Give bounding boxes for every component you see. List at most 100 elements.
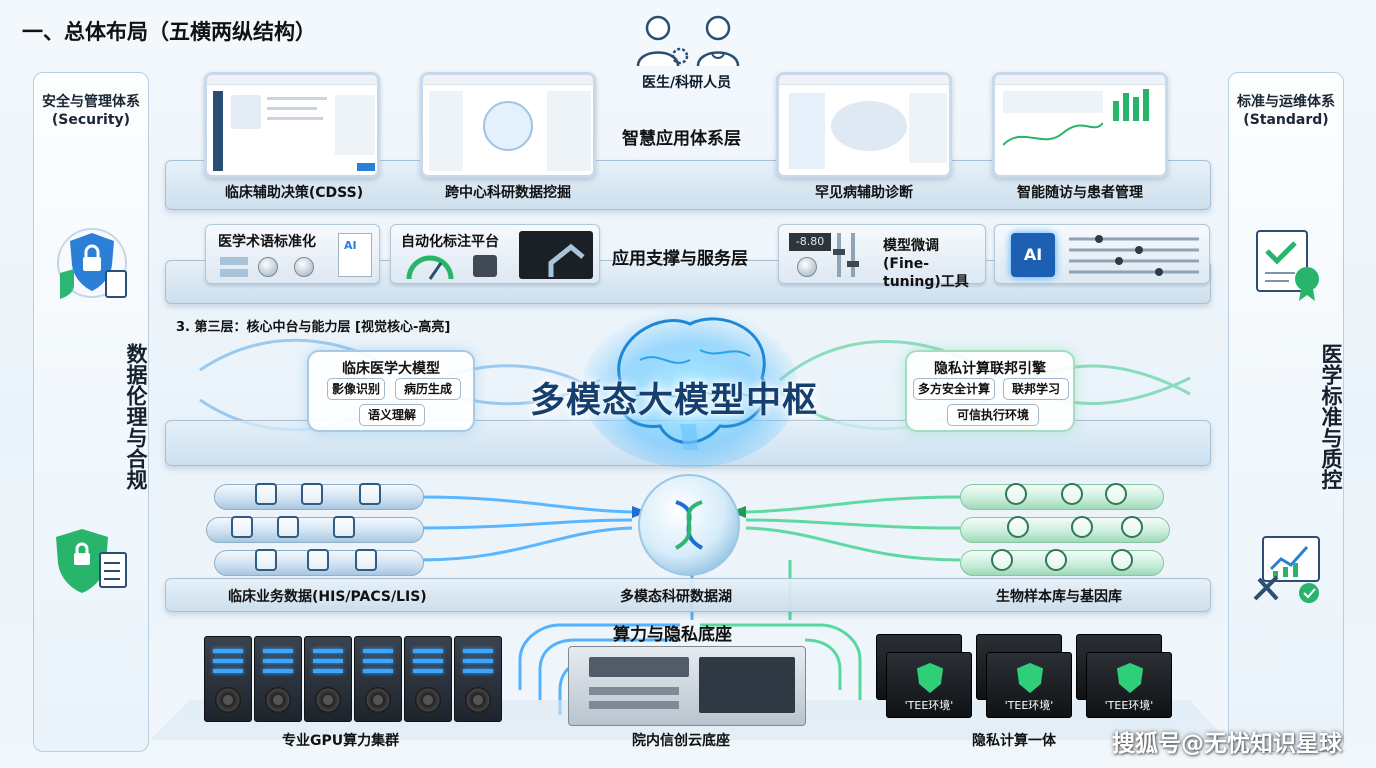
research-mining-screen[interactable]	[420, 72, 596, 178]
microscope-icon	[1111, 549, 1133, 571]
clinical-data-label: 临床业务数据(HIS/PACS/LIS)	[228, 586, 427, 606]
tee-box-2: 'TEE环境'	[986, 652, 1072, 718]
xray-icon	[359, 483, 381, 505]
application-layer-title: 智慧应用体系层	[622, 124, 741, 149]
tee-label-2: 'TEE环境'	[987, 697, 1071, 713]
biobank-tube-3	[960, 550, 1164, 576]
followup-label: 智能随访与患者管理	[980, 182, 1180, 202]
clinical-llm-title: 临床医学大模型	[309, 358, 473, 378]
gpu-rack-1	[204, 636, 252, 722]
ai-chip-icon: AI	[1011, 233, 1055, 277]
finetune-panel[interactable]: -8.80 模型微调(Fine- tuning)工具	[778, 224, 986, 284]
petri-dish-icon	[991, 549, 1013, 571]
terminology-label: 医学术语标准化	[218, 233, 316, 251]
security-title-line1: 安全与管理体系	[34, 93, 148, 111]
stethoscope-icon	[231, 516, 253, 538]
doctor-researcher-icon	[634, 12, 744, 68]
ethics-compliance-text: 数据伦理与合规	[34, 343, 148, 490]
doctor-icon	[333, 516, 355, 538]
stethoscope-icon	[255, 483, 277, 505]
image-recognition-pill[interactable]: 影像识别	[327, 378, 385, 400]
clinical-data-tube-1	[214, 484, 424, 510]
gpu-rack-5	[404, 636, 452, 722]
standard-title-line1: 标准与运维体系	[1229, 93, 1343, 111]
gpu-rack-6	[454, 636, 502, 722]
finetune-label-line1: 模型微调(Fine-	[883, 237, 985, 273]
tools-icon	[1121, 516, 1143, 538]
slider-controls[interactable]	[1069, 233, 1199, 277]
cloud-base-label: 院内信创云底座	[632, 730, 730, 750]
annotation-panel[interactable]: 自动化标注平台	[390, 224, 600, 284]
security-title-line2: (Security)	[34, 111, 148, 129]
tee-label-3: 'TEE环境'	[1087, 697, 1171, 713]
terminology-knob-1[interactable]	[258, 257, 278, 277]
security-pillar: 安全与管理体系 (Security) 数据伦理与合规	[33, 72, 149, 752]
page-title: 一、总体布局（五横两纵结构）	[22, 16, 316, 46]
digital-display: -8.80	[789, 233, 831, 251]
tee-label-1: 'TEE环境'	[887, 697, 971, 713]
tee-box-1: 'TEE环境'	[886, 652, 972, 718]
core-layer-heading: 3. 第三层：核心中台与能力层 [视觉核心-高亮]	[176, 316, 450, 335]
tee-pill[interactable]: 可信执行环境	[947, 404, 1039, 426]
dna-icon	[1061, 483, 1083, 505]
physician-icon	[255, 549, 277, 571]
service-layer-title: 应用支撑与服务层	[612, 244, 748, 269]
terminology-panel[interactable]: 医学术语标准化 AI	[205, 224, 380, 284]
mpc-pill[interactable]: 多方安全计算	[913, 378, 995, 400]
research-mining-label: 跨中心科研数据挖掘	[408, 182, 608, 202]
robot-arm-icon	[541, 233, 591, 279]
annotation-label: 自动化标注平台	[401, 233, 499, 251]
test-tube-icon	[1005, 483, 1027, 505]
dna-icon	[1007, 516, 1029, 538]
monitor-icon	[301, 483, 323, 505]
report-icon	[307, 549, 329, 571]
shield-lock-icon	[1117, 663, 1143, 693]
shield-lock-icon	[52, 223, 132, 303]
privacy-compute-label: 隐私计算一体	[972, 730, 1056, 750]
shield-checklist-icon	[52, 523, 132, 603]
finetune-label-line2: tuning)工具	[883, 273, 985, 291]
federated-engine-title: 隐私计算联邦引擎	[907, 358, 1073, 378]
federated-engine-box[interactable]: 隐私计算联邦引擎 多方安全计算 联邦学习 可信执行环境	[905, 350, 1075, 432]
clinical-data-tube-2	[206, 517, 424, 543]
security-pillar-title: 安全与管理体系 (Security)	[34, 93, 148, 129]
analytics-tools-icon	[1247, 529, 1327, 609]
finetune-label: 模型微调(Fine- tuning)工具	[883, 237, 985, 291]
gene-icon	[1071, 516, 1093, 538]
data-lake-label: 多模态科研数据湖	[620, 586, 732, 606]
clinical-llm-box[interactable]: 临床医学大模型 影像识别 病历生成 语义理解	[307, 350, 475, 432]
core-title: 多模态大模型中枢	[530, 372, 818, 423]
standard-title-line2: (Standard)	[1229, 111, 1343, 129]
gpu-rack-3	[304, 636, 352, 722]
shield-lock-icon	[917, 663, 943, 693]
gpu-rack-4	[354, 636, 402, 722]
rare-disease-screen[interactable]	[776, 72, 952, 178]
gpu-rack-2	[254, 636, 302, 722]
biobank-tube-1	[960, 484, 1164, 510]
gpu-cluster-label: 专业GPU算力集群	[282, 730, 399, 750]
finetune-knob[interactable]	[797, 257, 817, 277]
ai-doc-icon: AI	[344, 239, 357, 252]
cdss-screen[interactable]	[204, 72, 380, 178]
cdss-label: 临床辅助决策(CDSS)	[194, 182, 394, 202]
record-generation-pill[interactable]: 病历生成	[395, 378, 461, 400]
biobank-tube-2	[960, 517, 1170, 543]
watermark: 搜狐号@无忧知识星球	[1112, 724, 1342, 758]
ai-chip-panel[interactable]: AI	[994, 224, 1210, 284]
clinical-data-tube-3	[214, 550, 424, 576]
shield-lock-icon	[1017, 663, 1043, 693]
rare-disease-label: 罕见病辅助诊断	[764, 182, 964, 202]
standard-pillar: 标准与运维体系 (Standard) 医学标准与质控	[1228, 72, 1344, 752]
terminology-knob-2[interactable]	[294, 257, 314, 277]
certificate-icon	[1247, 223, 1327, 303]
flask-icon	[355, 549, 377, 571]
medical-standard-text: 医学标准与质控	[1229, 343, 1343, 490]
tee-box-3: 'TEE环境'	[1086, 652, 1172, 718]
flask-icon	[1045, 549, 1067, 571]
data-lake-sphere-icon	[636, 472, 742, 578]
followup-screen[interactable]	[992, 72, 1168, 178]
biobank-label: 生物样本库与基因库	[996, 586, 1122, 606]
petri-dish-icon	[1105, 483, 1127, 505]
federated-learning-pill[interactable]: 联邦学习	[1003, 378, 1069, 400]
semantic-understanding-pill[interactable]: 语义理解	[359, 404, 425, 426]
